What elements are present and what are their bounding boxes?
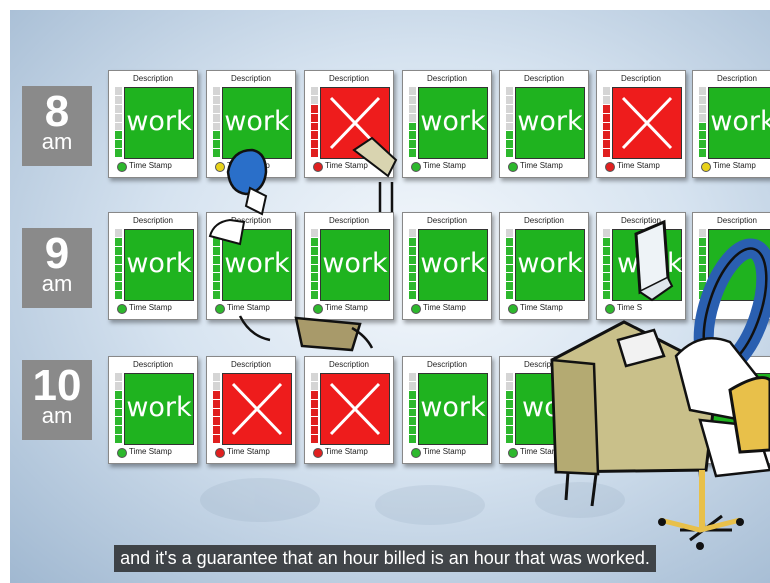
reflection-silhouettes bbox=[200, 478, 625, 525]
worker-left bbox=[210, 138, 396, 350]
subtitle-caption: and it's a guarantee that an hour billed… bbox=[0, 545, 770, 572]
caption-text: and it's a guarantee that an hour billed… bbox=[114, 545, 656, 572]
